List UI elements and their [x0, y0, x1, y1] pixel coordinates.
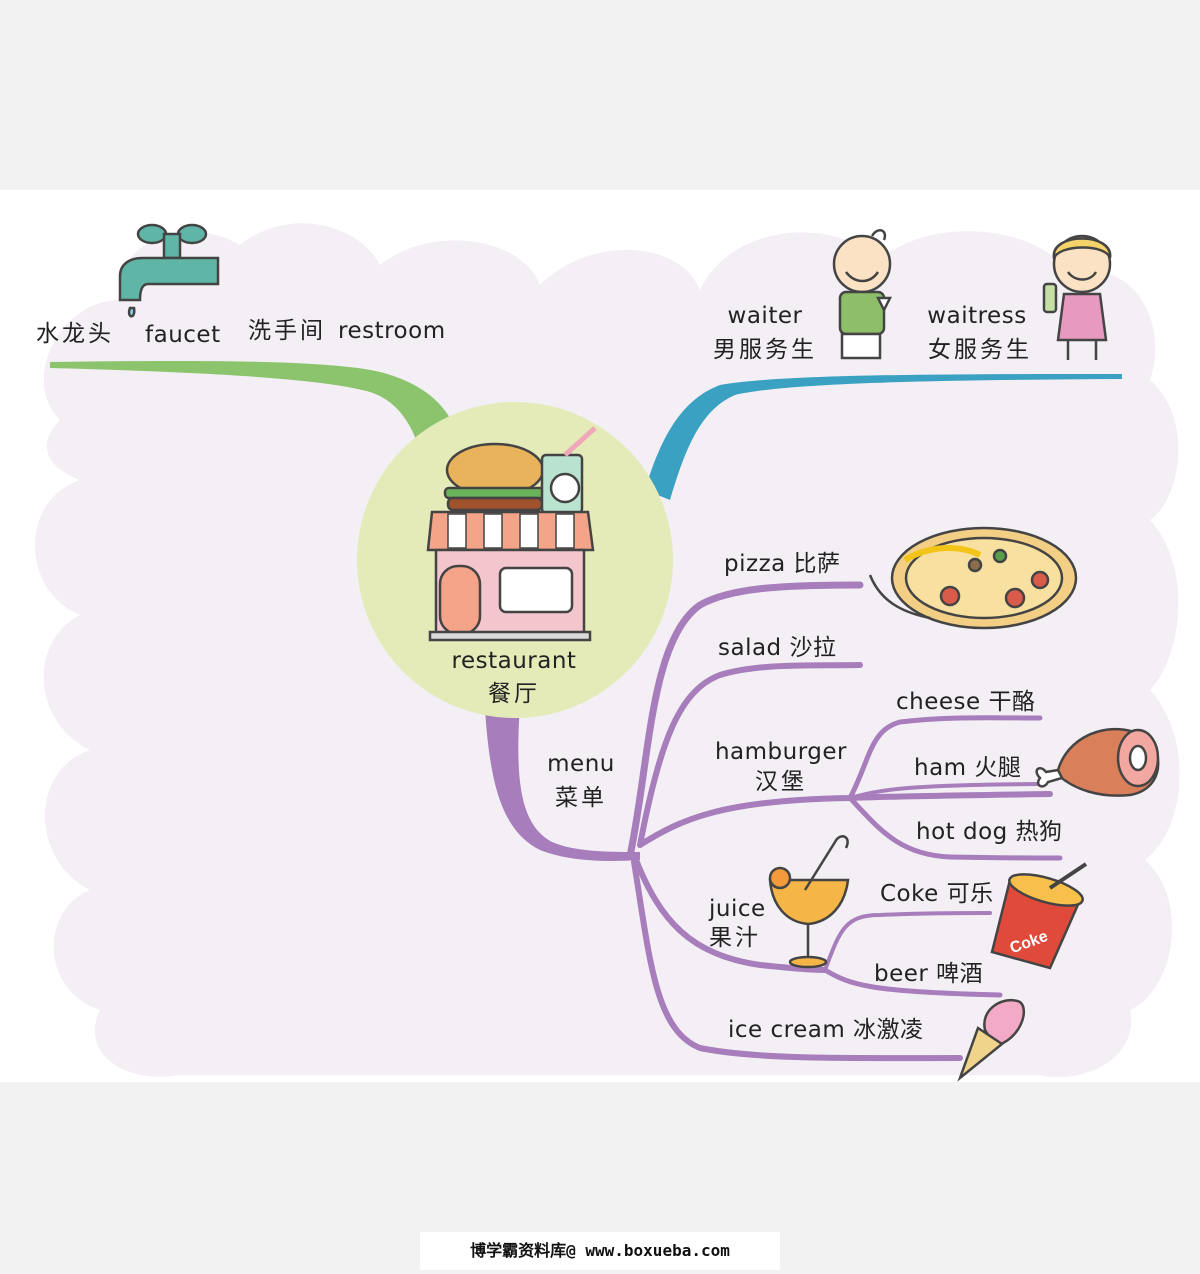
menu-label-zh: 菜单 — [555, 785, 607, 811]
faucet-icon — [118, 223, 220, 318]
waiter-label-en: waiter — [727, 303, 803, 329]
waitress-icon — [1042, 234, 1112, 360]
cocktail-icon — [768, 835, 850, 969]
juice-label-zh: 果汁 — [709, 925, 761, 951]
icecream-label: ice cream 冰激凌 — [728, 1017, 924, 1043]
restroom-label-en: restroom — [338, 318, 446, 344]
restaurant-building-icon — [426, 426, 597, 642]
ham-icon — [1035, 727, 1160, 797]
waiter-label-zh: 男服务生 — [713, 337, 817, 363]
waiter-icon — [832, 228, 893, 360]
beer-label: beer 啤酒 — [874, 961, 984, 987]
ice-cream-icon — [957, 998, 1026, 1082]
branch-menu — [485, 705, 640, 861]
hamburger-label-en: hamburger — [714, 739, 847, 765]
pizza-icon — [868, 526, 1078, 630]
menu-sub-branches — [626, 581, 1063, 1062]
ham-label: ham 火腿 — [914, 755, 1022, 781]
salad-label: salad 沙拉 — [718, 635, 837, 661]
juice-label-en: juice — [709, 896, 766, 922]
center-label-en: restaurant — [451, 648, 577, 674]
coke-cup-icon: Coke — [990, 862, 1088, 970]
branch-restroom — [50, 361, 460, 450]
center-label-zh: 餐厅 — [488, 681, 540, 707]
faucet-label-en: faucet — [145, 322, 221, 348]
coke-label: Coke 可乐 — [880, 881, 994, 907]
menu-label-en: menu — [547, 751, 615, 777]
waitress-label-zh: 女服务生 — [928, 337, 1032, 363]
hamburger-label-zh: 汉堡 — [755, 769, 807, 795]
footer-watermark: 博学霸资料库@ www.boxueba.com — [420, 1232, 780, 1270]
hotdog-label: hot dog 热狗 — [916, 819, 1063, 845]
faucet-label-zh: 水龙头 — [36, 321, 114, 347]
pizza-label: pizza 比萨 — [724, 551, 841, 577]
restroom-label-zh: 洗手间 — [248, 318, 326, 344]
waitress-label-en: waitress — [927, 303, 1027, 329]
cheese-label: cheese 干酪 — [896, 689, 1036, 715]
